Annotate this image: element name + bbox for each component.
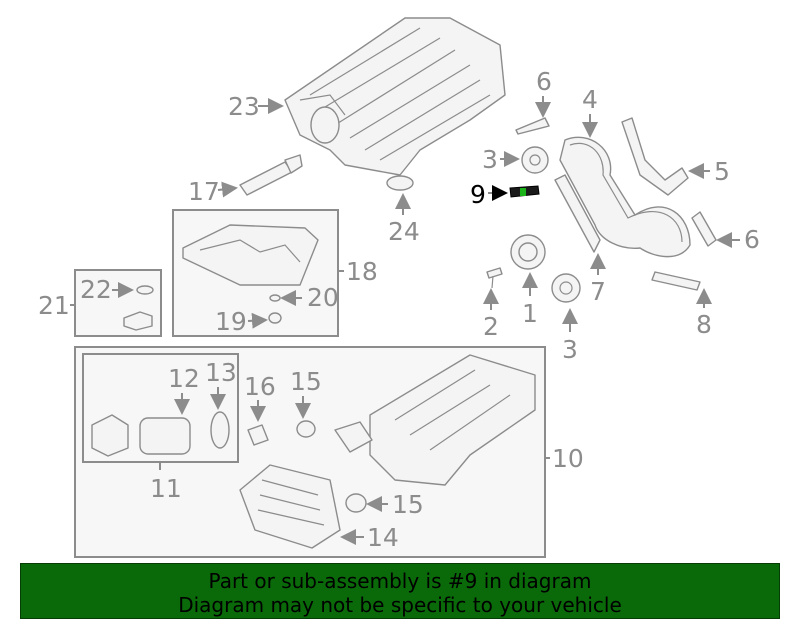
leader-17	[217, 181, 238, 198]
label-14: 14	[367, 523, 399, 552]
label-22: 22	[80, 275, 112, 304]
label-7: 7	[590, 277, 606, 306]
label-16: 16	[244, 372, 276, 401]
highlighted-part-9	[509, 185, 540, 198]
parts-diagram: 23 17 24 6 3 9 4 5 6	[38, 17, 760, 558]
banner-line-2: Diagram may not be specific to your vehi…	[178, 593, 622, 617]
oil-pan-lower-part	[334, 354, 536, 486]
sprocket-lower-part	[551, 273, 581, 303]
label-24: 24	[388, 217, 420, 246]
label-12: 12	[168, 364, 200, 393]
bracket-part	[247, 424, 269, 446]
label-9: 9	[470, 180, 486, 209]
tensioner-rail-part	[554, 174, 601, 253]
info-banner: Part or sub-assembly is #9 in diagram Di…	[20, 563, 780, 619]
timing-chain-part	[559, 136, 691, 258]
gasket-part	[386, 175, 414, 191]
crank-sprocket-part	[510, 234, 546, 270]
label-3a: 3	[482, 145, 498, 174]
sealant-tube-part	[239, 154, 303, 196]
label-21: 21	[38, 291, 70, 320]
guide-right-part	[691, 211, 717, 247]
label-19: 19	[215, 307, 247, 336]
label-5: 5	[714, 157, 730, 186]
label-17: 17	[188, 177, 220, 206]
label-10: 10	[552, 444, 584, 473]
label-15b: 15	[392, 490, 424, 519]
banner-line-1: Part or sub-assembly is #9 in diagram	[208, 569, 592, 593]
oil-pan-upper-part	[182, 224, 319, 324]
label-18: 18	[346, 257, 378, 286]
label-3b: 3	[562, 335, 578, 364]
label-1: 1	[522, 299, 538, 328]
label-8: 8	[696, 310, 712, 339]
label-15a: 15	[290, 367, 322, 396]
seal-upper-part	[296, 420, 316, 438]
label-6b: 6	[744, 225, 760, 254]
label-11: 11	[150, 474, 182, 503]
intake-manifold-part	[284, 17, 506, 176]
label-6a: 6	[536, 67, 552, 96]
label-2: 2	[483, 312, 499, 341]
oil-filter-part	[91, 411, 230, 457]
sprocket-upper-part	[521, 146, 549, 174]
seal-lower-part	[345, 493, 367, 513]
chain-cover-part	[621, 117, 689, 196]
label-23: 23	[228, 92, 260, 121]
guide-upper-part	[515, 117, 550, 135]
label-20: 20	[307, 283, 339, 312]
sensor-part	[123, 285, 154, 331]
guide-rail-lower-part	[651, 271, 701, 291]
bolt-part	[486, 267, 503, 289]
label-4: 4	[582, 85, 598, 114]
leader-19	[247, 312, 268, 329]
label-13: 13	[205, 358, 237, 387]
